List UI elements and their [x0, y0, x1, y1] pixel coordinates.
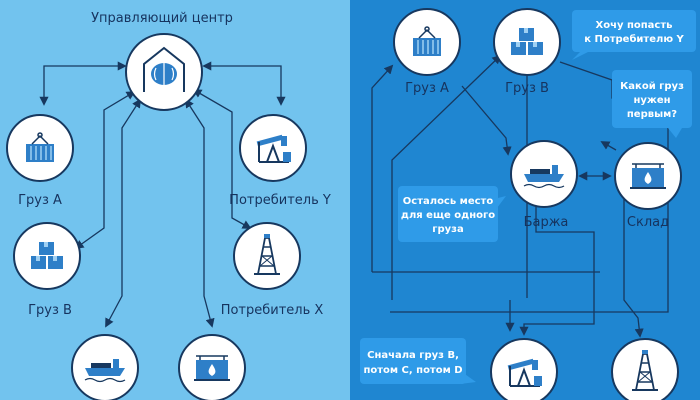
left-barge-node: [71, 334, 139, 400]
right-cargo-a-node: [393, 8, 461, 76]
right-cargo-b-node: [493, 8, 561, 76]
bubble-want-consumer-y: Хочу попасть к Потребителю Y: [572, 10, 696, 60]
right-cargo-a-label: Груз А: [405, 81, 449, 96]
right-warehouse-label: Склад: [627, 215, 669, 230]
bubble-space-left-line-1: Осталось место: [403, 196, 494, 207]
right-warehouse-node: [614, 142, 682, 210]
bubble-which-first-line-1: Какой груз: [620, 81, 684, 92]
left-cargo-a-label: Груз А: [18, 193, 62, 208]
right-barge-node: [510, 140, 578, 208]
bubble-want-y-line-2: к Потребителю Y: [584, 33, 684, 45]
bubble-space-left-line-2: для еще одного: [401, 210, 495, 221]
left-consumer-y-label: Потребитель Y: [229, 193, 331, 208]
right-consumer-x-node: [611, 338, 679, 400]
right-cargo-b-label: Груз B: [505, 81, 549, 96]
left-consumer-x-node: [233, 222, 301, 290]
brain-house-icon: [143, 46, 185, 92]
control-center-title: Управляющий центр: [91, 11, 233, 26]
bubble-order-line-2: потом С, потом D: [363, 365, 462, 376]
left-cargo-b-node: [13, 222, 81, 290]
bubble-order-line-1: Сначала груз В,: [367, 350, 459, 361]
bubble-space-left: Осталось место для еще одного груза: [398, 186, 506, 242]
bubble-want-y-line-1: Хочу попасть: [596, 20, 673, 31]
control-center-node: [125, 33, 203, 111]
left-cargo-a-node: [6, 114, 74, 182]
left-arrows: [39, 61, 286, 328]
bubble-which-first: Какой груз нужен первым?: [612, 70, 692, 138]
right-consumer-y-node: [490, 338, 558, 400]
left-consumer-x-label: Потребитель X: [221, 303, 324, 318]
left-consumer-y-node: [239, 114, 307, 182]
left-cargo-b-label: Груз B: [28, 303, 72, 318]
left-warehouse-node: [178, 334, 246, 400]
bubble-which-first-line-3: первым?: [627, 109, 677, 120]
bubble-order: Сначала груз В, потом С, потом D: [360, 338, 476, 384]
bubble-which-first-line-2: нужен: [633, 95, 670, 106]
bubble-space-left-line-3: груза: [432, 224, 463, 235]
right-barge-label: Баржа: [524, 215, 569, 230]
